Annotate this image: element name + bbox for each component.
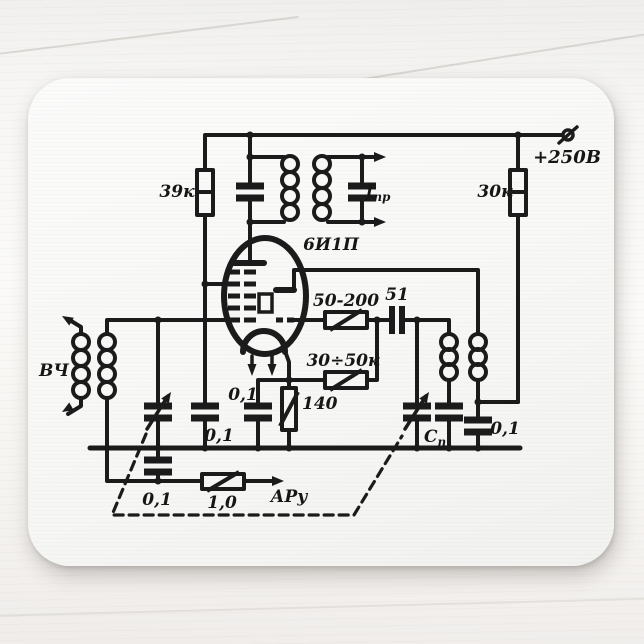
label-if-sub: пр	[373, 190, 391, 204]
supply-terminal-icon	[557, 125, 579, 145]
label-resistor-30-50k: 30÷50к	[306, 351, 380, 371]
capacitor-if-primary	[236, 182, 264, 202]
label-capacitor-padder: Сп	[424, 427, 446, 449]
resistor-140	[278, 386, 300, 432]
resistor-39k	[195, 168, 215, 217]
label-capacitor-51: 51	[385, 285, 409, 305]
label-capacitor-osc-bypass: 0,1	[490, 419, 520, 439]
label-resistor-50-200: 50-200	[313, 291, 379, 311]
tube-6i1p	[221, 235, 309, 376]
rf-input-transformer	[71, 332, 117, 400]
cathode-arc	[240, 328, 288, 355]
capacitor-cathode-bypass	[244, 402, 272, 422]
heptode-grids	[228, 269, 256, 323]
capacitor-osc-supply-bypass	[464, 416, 492, 436]
resistor-30-50k	[323, 368, 369, 392]
rf-input-arrow-bottom	[62, 402, 74, 412]
internal-shield	[257, 292, 274, 314]
capacitor-51	[389, 306, 405, 334]
tuning-capacitor-rf	[144, 392, 172, 431]
junction-dots	[154, 131, 522, 485]
label-resistor-140: 140	[302, 394, 338, 414]
resistor-50-200	[323, 308, 369, 332]
label-padder-main: С	[424, 427, 438, 447]
resistor-30k	[508, 168, 528, 217]
if-transformer	[280, 154, 332, 222]
rf-input-arrow-top	[62, 316, 74, 326]
if-output-arrow-top	[374, 152, 386, 162]
label-resistor-39k: 39к	[159, 182, 195, 202]
label-resistor-1-0: 1,0	[207, 493, 237, 513]
label-capacitor-screen: 0,1	[204, 426, 234, 446]
label-capacitor-cathode: 0,1	[228, 385, 258, 405]
tube-envelope	[221, 235, 309, 357]
capacitor-screen-bypass	[191, 402, 219, 422]
label-padder-sub: п	[438, 435, 447, 449]
if-output-arrow-bottom	[374, 217, 386, 227]
resistor-1-0	[200, 470, 246, 493]
label-rf-input: ВЧ	[38, 361, 69, 381]
oscillator-transformer	[439, 332, 488, 382]
label-if-main: f	[365, 182, 376, 202]
tuning-capacitor-osc	[403, 392, 431, 431]
capacitor-agc-filter	[144, 456, 172, 476]
agc-output-arrow	[272, 476, 284, 486]
label-resistor-30k: 30к	[477, 182, 513, 202]
label-tube-type: 6И1П	[303, 235, 360, 255]
capacitor-padder	[435, 402, 463, 422]
wiring	[66, 133, 564, 483]
tuning-gang-link-dashed	[109, 432, 404, 517]
heater-arrows	[247, 354, 277, 376]
label-capacitor-agc: 0,1	[142, 490, 172, 510]
label-if-output: fпр	[365, 182, 391, 204]
label-supply-250v: +250В	[533, 147, 601, 168]
capacitor-if-secondary	[348, 182, 376, 202]
label-agc-output: АРу	[269, 487, 309, 507]
